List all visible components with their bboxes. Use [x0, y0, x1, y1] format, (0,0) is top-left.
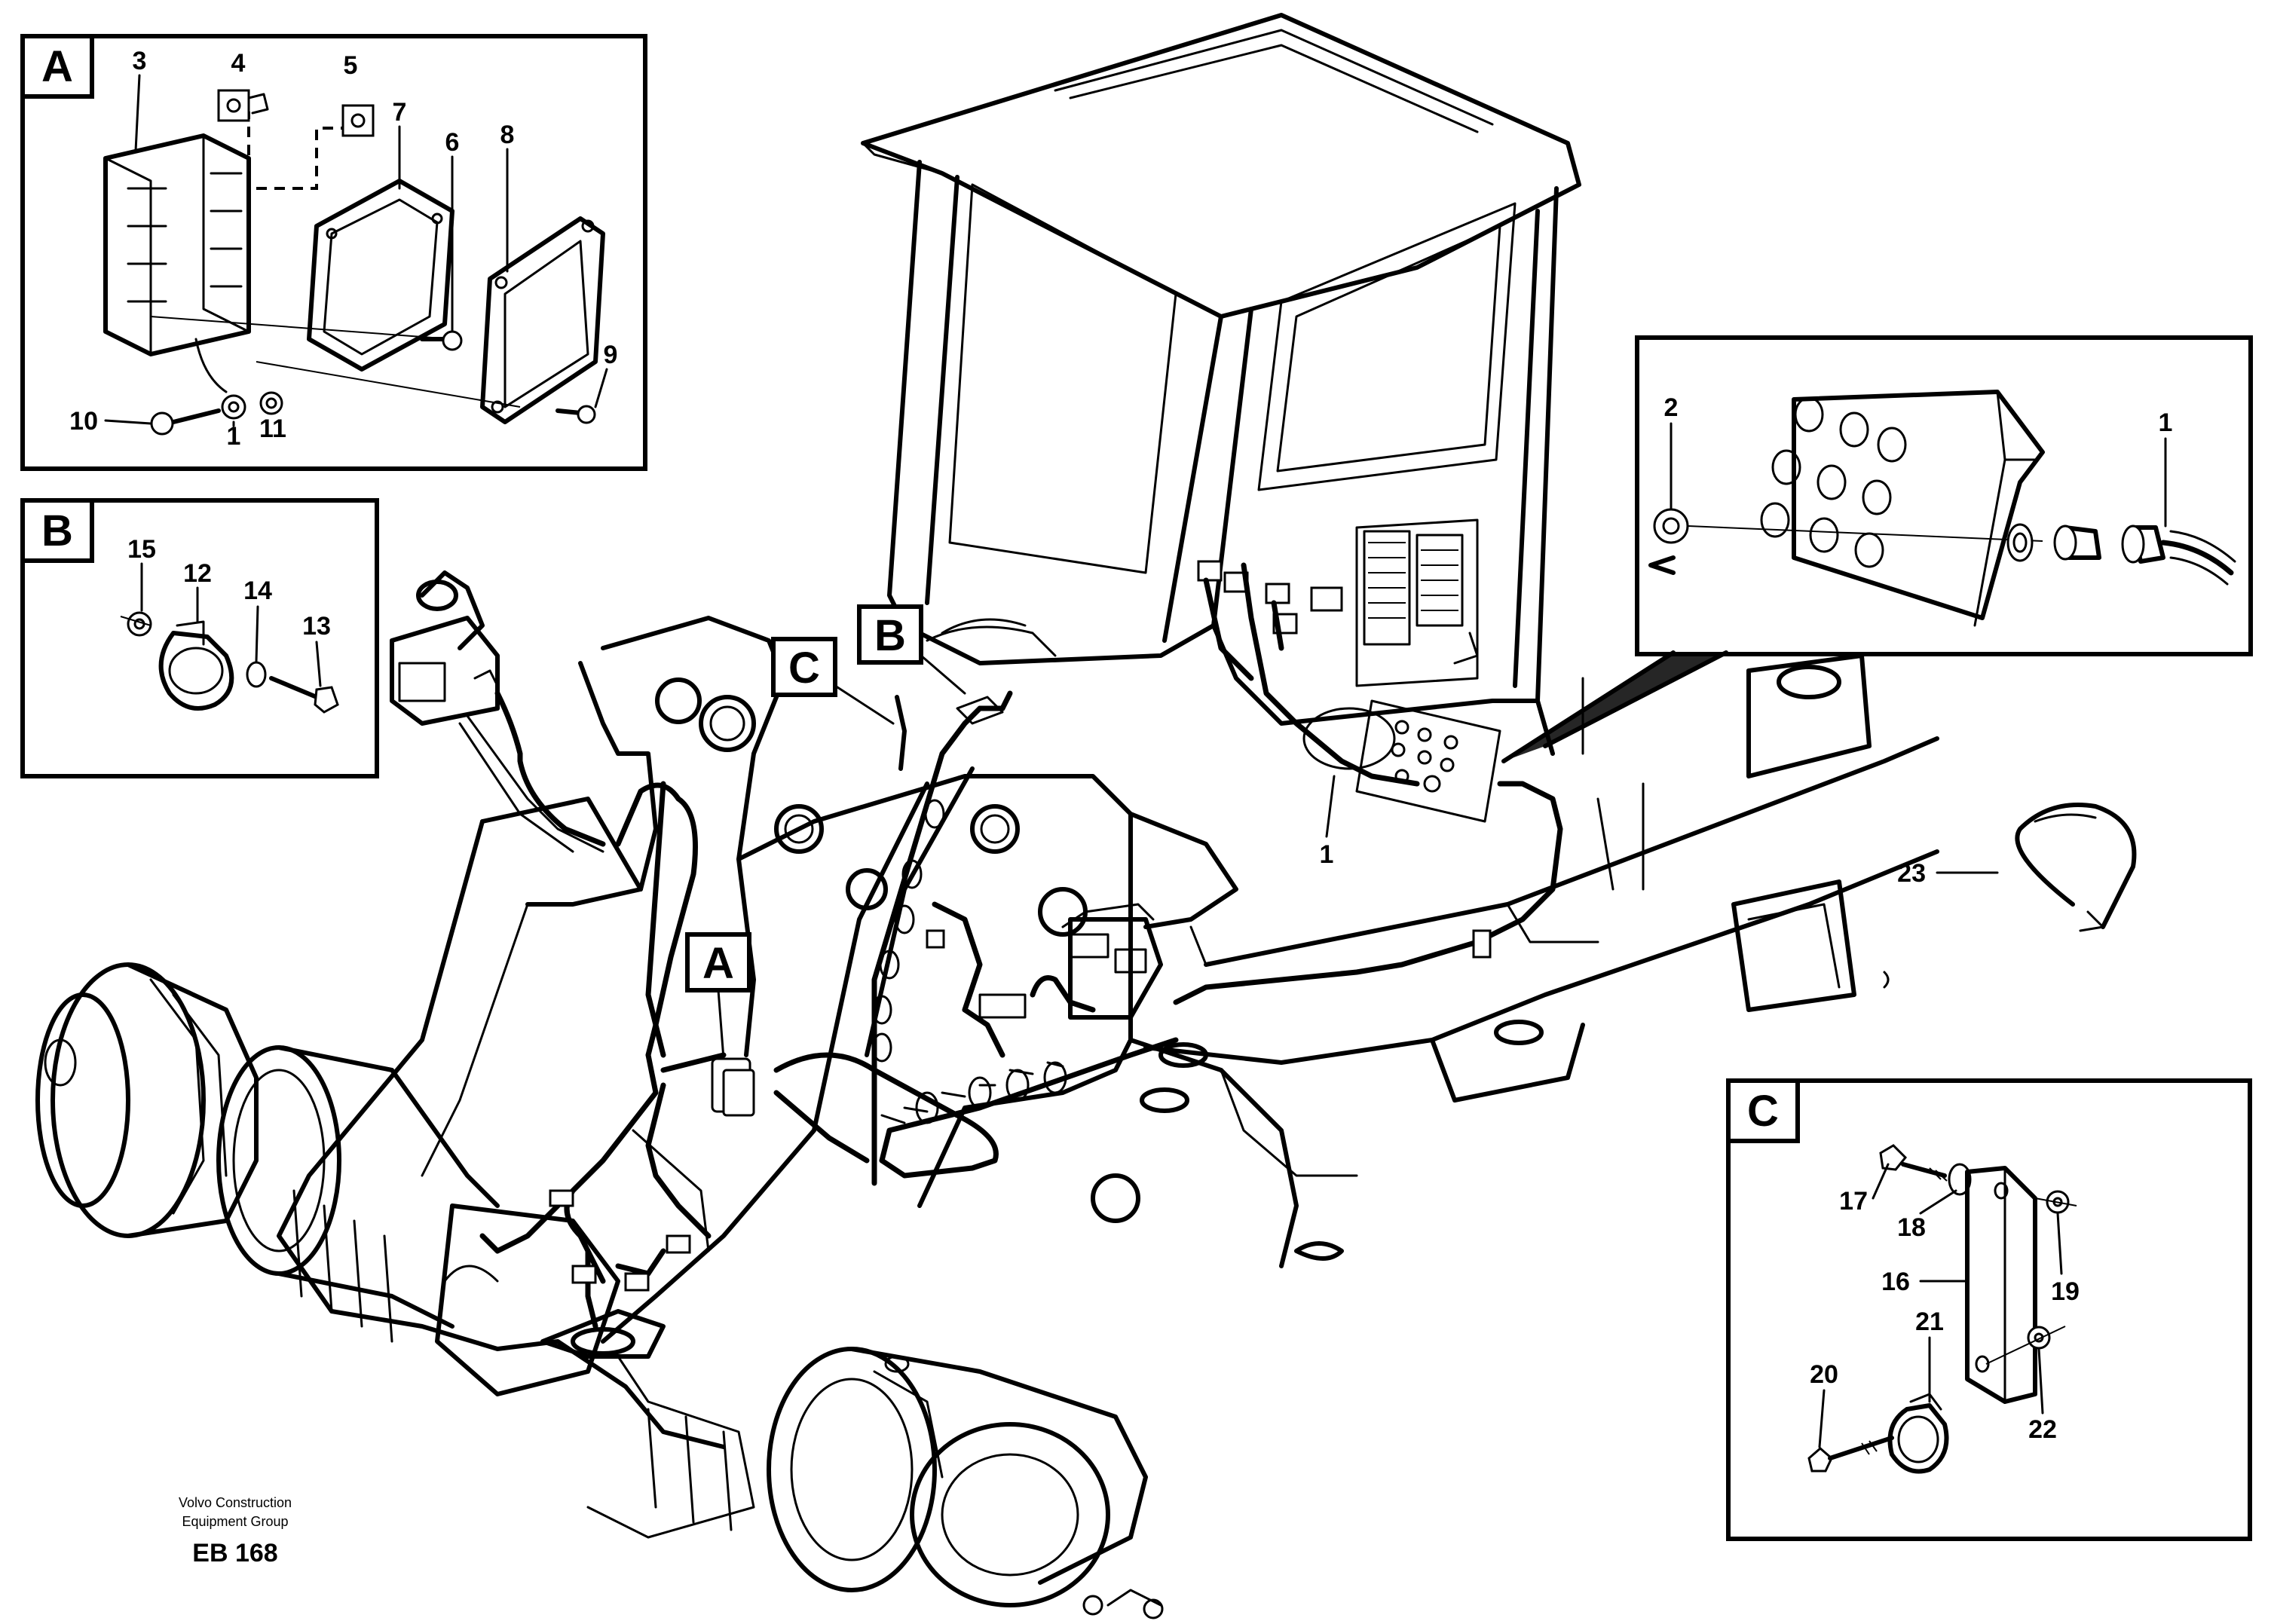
footer-company-line2: Equipment Group	[182, 1514, 288, 1529]
svg-text:19: 19	[2051, 1277, 2080, 1306]
detail-b-label: B	[41, 506, 73, 555]
marker-c-label: C	[788, 644, 820, 693]
marker-b[interactable]: B	[857, 604, 966, 695]
svg-text:18: 18	[1897, 1213, 1926, 1242]
svg-text:17: 17	[1839, 1187, 1868, 1216]
svg-text:8: 8	[500, 121, 515, 149]
callout-main-1: 1	[1320, 775, 1336, 869]
bulkhead-plate	[1302, 699, 1501, 823]
svg-text:22: 22	[2028, 1415, 2057, 1444]
svg-text:2: 2	[1664, 393, 1679, 422]
svg-text:4: 4	[231, 49, 246, 78]
electrical-panel	[1197, 518, 1479, 687]
svg-text:15: 15	[127, 535, 156, 564]
detail-inset: 2 1	[1501, 335, 2253, 763]
svg-text:13: 13	[302, 612, 331, 641]
svg-text:23: 23	[1897, 859, 1926, 888]
axle	[35, 962, 1164, 1619]
svg-text:20: 20	[1810, 1360, 1838, 1389]
marker-c[interactable]: C	[771, 637, 895, 725]
svg-text:1: 1	[227, 422, 241, 451]
frame	[277, 616, 1939, 1449]
svg-text:5: 5	[344, 51, 358, 80]
detail-c-label: C	[1747, 1087, 1779, 1136]
footer: Volvo Construction Equipment Group EB 16…	[179, 1495, 292, 1567]
svg-text:1: 1	[1320, 840, 1334, 869]
footer-code: EB 168	[192, 1539, 277, 1567]
svg-text:3: 3	[133, 47, 147, 75]
svg-text:9: 9	[604, 341, 618, 369]
callout-main-23: 23	[1897, 859, 1999, 888]
svg-text:6: 6	[445, 128, 460, 157]
footer-company-line1: Volvo Construction	[179, 1495, 292, 1510]
svg-text:16: 16	[1881, 1268, 1910, 1296]
marker-b-label: B	[874, 611, 906, 660]
detail-a-label: A	[41, 42, 73, 91]
detail-c: C 17 18 16 19 21	[1726, 1078, 2252, 1541]
svg-text:12: 12	[183, 559, 212, 588]
svg-text:21: 21	[1915, 1307, 1944, 1336]
wiring-harness	[479, 562, 1563, 1329]
svg-text:1: 1	[2159, 408, 2173, 437]
svg-text:14: 14	[243, 577, 272, 605]
clip-23	[2015, 803, 2137, 932]
svg-text:10: 10	[69, 407, 98, 436]
detail-b: B 15 12 14 13	[20, 498, 379, 778]
svg-text:7: 7	[393, 98, 407, 127]
marker-a-label: A	[702, 939, 734, 988]
svg-text:11: 11	[259, 414, 286, 443]
light-assembly	[390, 570, 604, 853]
marker-a[interactable]: A	[685, 932, 751, 1060]
detail-a: A	[20, 34, 647, 471]
